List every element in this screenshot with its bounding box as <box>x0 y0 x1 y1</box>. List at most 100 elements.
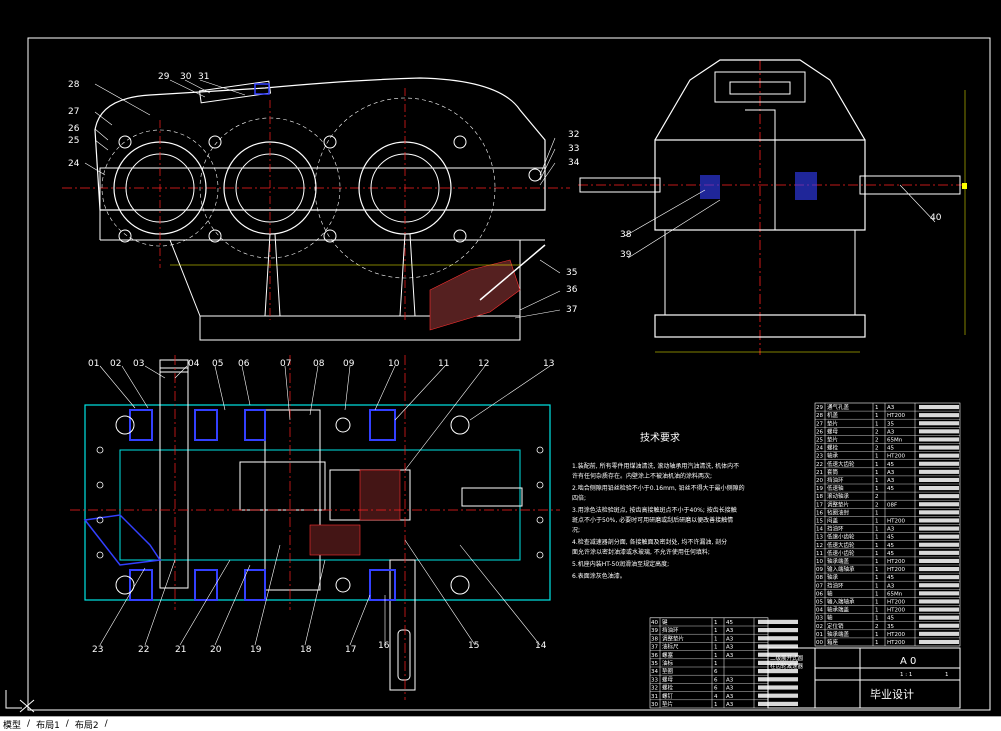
parts-cell-spec <box>758 628 798 633</box>
parts-cell-no: 36 <box>651 653 658 659</box>
parts-cell-no: 10 <box>816 559 823 565</box>
tab-model[interactable]: 模型 <box>3 720 22 731</box>
parts-cell-spec <box>919 494 959 499</box>
parts-cell-name: 挡油环 <box>827 476 844 484</box>
front-view <box>62 77 570 341</box>
parts-cell-spec <box>919 550 959 555</box>
parts-cell-spec <box>919 510 959 515</box>
project-title: 毕业设计 <box>870 688 914 701</box>
parts-cell-qty: 1 <box>875 543 879 549</box>
parts-cell-no: 15 <box>816 519 823 525</box>
tab-separator: / <box>27 719 31 729</box>
parts-cell-qty: 1 <box>875 527 879 533</box>
side-view <box>578 59 967 355</box>
tab-layout2[interactable]: 布局2 <box>74 720 99 731</box>
parts-cell-mat: A3 <box>726 677 734 683</box>
parts-cell-no: 11 <box>816 551 823 557</box>
parts-cell-qty: 6 <box>714 677 718 683</box>
parts-cell-spec <box>919 639 959 644</box>
parts-cell-qty: 1 <box>875 462 879 468</box>
leader-lines <box>84 79 936 646</box>
parts-cell-name: 挡油环 <box>827 581 844 589</box>
parts-cell-qty: 1 <box>875 600 879 606</box>
parts-cell-name: 轴承 <box>827 573 839 581</box>
parts-cell-mat: A3 <box>887 478 895 484</box>
parts-cell-name: 低速小齿轮 <box>827 549 855 557</box>
parts-cell-qty: 2 <box>875 494 879 500</box>
tab-separator: / <box>104 719 108 729</box>
parts-cell-qty: 1 <box>875 608 879 614</box>
parts-cell-name: 调整垫片 <box>827 500 849 508</box>
parts-cell-mat: 35 <box>887 421 894 427</box>
parts-cell-mat: A3 <box>887 429 895 435</box>
drawing-name-line2: 柱齿轮减速器 <box>770 662 804 670</box>
parts-cell-no: 27 <box>816 421 823 427</box>
parts-cell-no: 01 <box>816 632 823 638</box>
note-line: 4.检查减速器剖分面, 各接触面及密封处, 均不许漏油, 剖分 <box>572 538 727 546</box>
parts-cell-name: 输入端轴承 <box>827 598 855 606</box>
parts-cell-qty: 1 <box>875 567 879 573</box>
parts-cell-name: 通气孔盖 <box>827 403 850 411</box>
parts-cell-spec <box>758 660 798 665</box>
parts-cell-qty: 1 <box>875 519 879 525</box>
label-17: 17 <box>345 645 356 655</box>
parts-cell-qty: 1 <box>875 413 879 419</box>
parts-cell-qty: 1 <box>714 661 718 667</box>
parts-cell-qty: 1 <box>875 454 879 460</box>
label-12: 12 <box>478 359 489 369</box>
parts-cell-qty: 2 <box>875 624 879 630</box>
parts-cell-qty: 4 <box>714 694 718 700</box>
parts-cell-no: 22 <box>816 462 823 468</box>
parts-cell-no: 17 <box>816 502 823 508</box>
parts-cell-name: 螺塞 <box>662 651 674 659</box>
parts-cell-qty: 1 <box>875 583 879 589</box>
parts-cell-name: 螺栓 <box>662 684 674 692</box>
parts-cell-spec <box>758 669 798 674</box>
parts-cell-qty: 6 <box>714 686 718 692</box>
label-24: 24 <box>68 159 80 169</box>
tab-layout1[interactable]: 布局1 <box>36 720 60 731</box>
parts-cell-qty: 1 <box>875 575 879 581</box>
label-07: 07 <box>280 359 291 369</box>
outer-border <box>27 37 991 711</box>
parts-cell-no: 09 <box>816 567 823 573</box>
parts-cell-no: 40 <box>651 620 658 626</box>
parts-cell-name: 低速小齿轮 <box>827 533 855 541</box>
parts-cell-mat: 08F <box>887 502 897 508</box>
parts-cell-no: 03 <box>816 616 823 622</box>
label-04: 04 <box>188 359 200 369</box>
parts-cell-qty: 1 <box>875 405 879 411</box>
label-18: 18 <box>300 645 312 655</box>
parts-cell-mat: A3 <box>726 645 734 651</box>
parts-cell-spec <box>919 477 959 482</box>
parts-cell-mat: HT200 <box>887 559 905 565</box>
parts-cell-name: 垫圈 <box>662 667 674 675</box>
parts-cell-mat: A3 <box>726 636 734 642</box>
parts-cell-name: 垫片 <box>662 700 673 708</box>
drawing-name-line1: 二级展开式圆 <box>770 654 804 662</box>
parts-cell-spec <box>758 619 798 624</box>
parts-cell-qty: 1 <box>875 486 879 492</box>
parts-cell-spec <box>919 518 959 523</box>
parts-cell-name: 轴 <box>827 589 833 597</box>
cad-drawing-canvas[interactable]: 28 29 30 31 27 26 25 24 32 33 34 35 36 3… <box>0 0 1001 716</box>
parts-cell-mat: 45 <box>887 486 894 492</box>
parts-cell-mat: 45 <box>887 616 894 622</box>
parts-cell-mat: 45 <box>887 535 894 541</box>
parts-cell-name: 箱座 <box>827 638 839 646</box>
label-08: 08 <box>313 359 325 369</box>
parts-cell-spec <box>758 701 798 706</box>
parts-cell-spec <box>919 526 959 531</box>
parts-cell-qty: 1 <box>875 551 879 557</box>
parts-cell-qty: 2 <box>875 446 879 452</box>
parts-cell-spec <box>919 631 959 636</box>
label-09: 09 <box>343 359 355 369</box>
parts-cell-no: 26 <box>816 429 823 435</box>
note-line: 5.机座内装HT-50润滑油至规定高度; <box>572 560 669 568</box>
parts-cell-spec <box>919 405 959 410</box>
parts-cell-name: 轴承端盖 <box>827 606 850 614</box>
note-line: 2.啮合侧隙用铅丝检验不小于0.16mm, 铅丝不得大于最小侧隙的 <box>572 484 745 492</box>
parts-cell-qty: 1 <box>714 645 718 651</box>
parts-cell-qty: 1 <box>875 616 879 622</box>
parts-cell-qty: 6 <box>714 669 718 675</box>
